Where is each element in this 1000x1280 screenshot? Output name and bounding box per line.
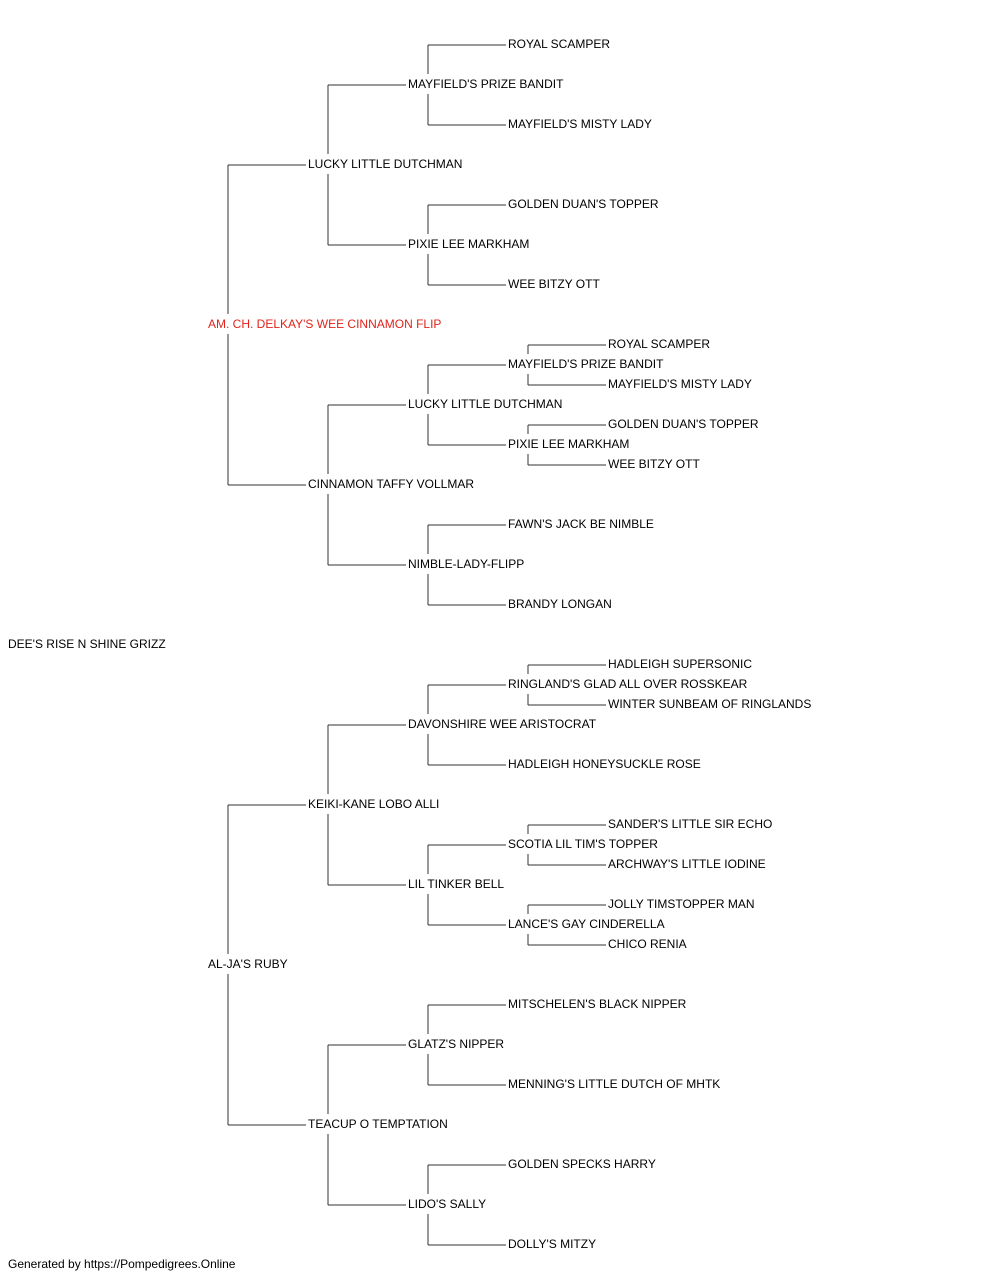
- ancestor-mitschelen-s-black-nipper: MITSCHELEN'S BLACK NIPPER: [508, 997, 687, 1011]
- ancestor-lil-tinker-bell: LIL TINKER BELL: [408, 877, 504, 891]
- ancestor-golden-specks-harry: GOLDEN SPECKS HARRY: [508, 1157, 656, 1171]
- ancestor-mayfield-s-prize-bandit: MAYFIELD'S PRIZE BANDIT: [508, 357, 664, 371]
- ancestor-wee-bitzy-ott: WEE BITZY OTT: [608, 457, 700, 471]
- ancestor-ringland-s-glad-all-over-rosskear: RINGLAND'S GLAD ALL OVER ROSSKEAR: [508, 677, 748, 691]
- ancestor-scotia-lil-tim-s-topper: SCOTIA LIL TIM'S TOPPER: [508, 837, 658, 851]
- ancestor-mayfield-s-misty-lady: MAYFIELD'S MISTY LADY: [608, 377, 752, 391]
- ancestor-mayfield-s-misty-lady: MAYFIELD'S MISTY LADY: [508, 117, 652, 131]
- ancestor-royal-scamper: ROYAL SCAMPER: [508, 37, 610, 51]
- ancestor-lucky-little-dutchman: LUCKY LITTLE DUTCHMAN: [408, 397, 562, 411]
- ancestor-brandy-longan: BRANDY LONGAN: [508, 597, 612, 611]
- ancestor-al-ja-s-ruby: AL-JA'S RUBY: [208, 957, 288, 971]
- ancestor-lance-s-gay-cinderella: LANCE'S GAY CINDERELLA: [508, 917, 665, 931]
- ancestor-hadleigh-supersonic: HADLEIGH SUPERSONIC: [608, 657, 752, 671]
- ancestor-hadleigh-honeysuckle-rose: HADLEIGH HONEYSUCKLE ROSE: [508, 757, 701, 771]
- ancestor-nimble-lady-flipp: NIMBLE-LADY-FLIPP: [408, 557, 524, 571]
- footer-credit: Generated by https://Pompedigrees.Online: [8, 1257, 236, 1271]
- ancestor-archway-s-little-iodine: ARCHWAY'S LITTLE IODINE: [608, 857, 766, 871]
- ancestor-glatz-s-nipper: GLATZ'S NIPPER: [408, 1037, 504, 1051]
- ancestor-winter-sunbeam-of-ringlands: WINTER SUNBEAM OF RINGLANDS: [608, 697, 811, 711]
- ancestor-lido-s-sally: LIDO'S SALLY: [408, 1197, 486, 1211]
- ancestor-royal-scamper: ROYAL SCAMPER: [608, 337, 710, 351]
- ancestor-dolly-s-mitzy: DOLLY'S MITZY: [508, 1237, 596, 1250]
- ancestor-pixie-lee-markham: PIXIE LEE MARKHAM: [508, 437, 629, 451]
- pedigree-tree: DEE'S RISE N SHINE GRIZZ AM. CH. DELKAY'S…: [8, 37, 811, 1250]
- ancestor-cinnamon-taffy-vollmar: CINNAMON TAFFY VOLLMAR: [308, 477, 474, 491]
- ancestor-teacup-o-temptation: TEACUP O TEMPTATION: [308, 1117, 448, 1131]
- ancestor-davonshire-wee-aristocrat: DAVONSHIRE WEE ARISTOCRAT: [408, 717, 597, 731]
- ancestor-chico-renia: CHICO RENIA: [608, 937, 687, 951]
- ancestor-keiki-kane-lobo-alli: KEIKI-KANE LOBO ALLI: [308, 797, 439, 811]
- ancestor-pixie-lee-markham: PIXIE LEE MARKHAM: [408, 237, 529, 251]
- ancestor-am-ch-delkay-s-wee-cinnamon-flip: AM. CH. DELKAY'S WEE CINNAMON FLIP: [208, 317, 441, 331]
- subject-name: DEE'S RISE N SHINE GRIZZ: [8, 637, 166, 651]
- ancestor-jolly-timstopper-man: JOLLY TIMSTOPPER MAN: [608, 897, 754, 911]
- ancestor-wee-bitzy-ott: WEE BITZY OTT: [508, 277, 600, 291]
- ancestor-sander-s-little-sir-echo: SANDER'S LITTLE SIR ECHO: [608, 817, 772, 831]
- ancestor-golden-duan-s-topper: GOLDEN DUAN'S TOPPER: [608, 417, 759, 431]
- ancestor-fawn-s-jack-be-nimble: FAWN'S JACK BE NIMBLE: [508, 517, 654, 531]
- ancestor-golden-duan-s-topper: GOLDEN DUAN'S TOPPER: [508, 197, 659, 211]
- ancestor-mayfield-s-prize-bandit: MAYFIELD'S PRIZE BANDIT: [408, 77, 564, 91]
- ancestor-menning-s-little-dutch-of-mhtk: MENNING'S LITTLE DUTCH OF MHTK: [508, 1077, 720, 1091]
- ancestor-lucky-little-dutchman: LUCKY LITTLE DUTCHMAN: [308, 157, 462, 171]
